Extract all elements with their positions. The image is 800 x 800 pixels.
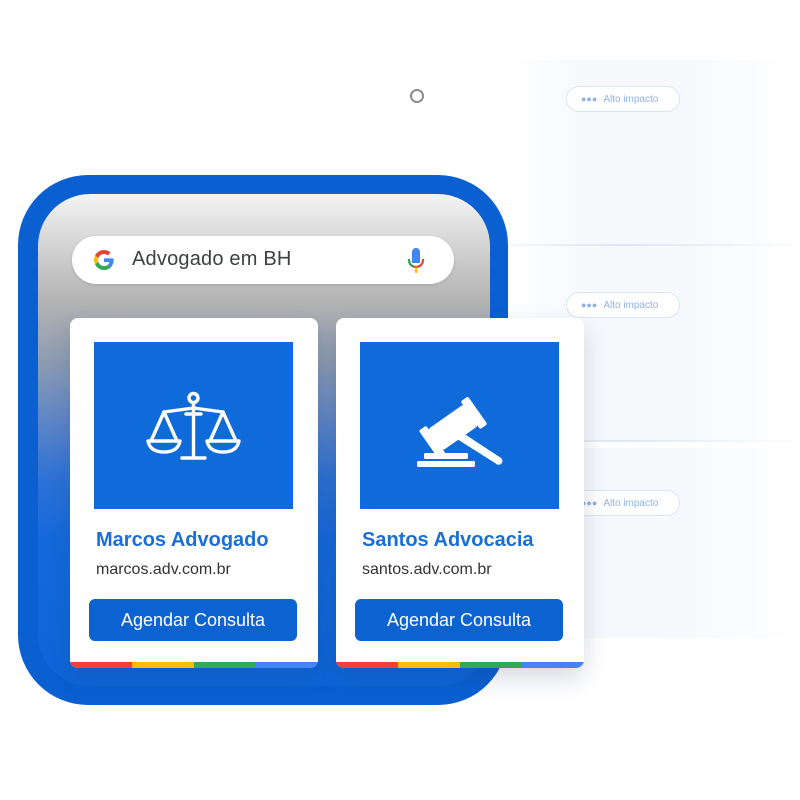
brand-color-stripe (336, 662, 584, 668)
impact-badge-label: Alto impacto (603, 497, 659, 509)
search-bar[interactable]: Advogado em BH (72, 236, 454, 284)
result-url: santos.adv.com.br (362, 561, 492, 578)
result-card[interactable]: Santos Advocacia santos.adv.com.br Agend… (336, 318, 584, 668)
gavel-icon (417, 397, 503, 467)
brand-color-stripe (70, 662, 318, 668)
result-image (94, 342, 293, 509)
result-card[interactable]: Marcos Advogado marcos.adv.com.br Agenda… (70, 318, 318, 668)
scales-of-justice-icon (146, 391, 241, 460)
search-input[interactable]: Advogado em BH (132, 248, 292, 270)
dots-icon: ●●● (581, 94, 598, 104)
background-divider (505, 440, 795, 442)
result-image (360, 342, 559, 509)
schedule-consultation-button[interactable]: Agendar Consulta (89, 599, 297, 641)
result-title[interactable]: Santos Advocacia (362, 529, 534, 551)
dots-icon: ●●● (581, 300, 598, 310)
impact-badge: ●●● Alto impacto (566, 86, 680, 112)
result-url: marcos.adv.com.br (96, 561, 231, 578)
radio-button[interactable] (410, 89, 424, 103)
google-g-icon (94, 250, 114, 270)
result-title[interactable]: Marcos Advogado (96, 529, 269, 551)
impact-badge: ●●● Alto impacto (566, 292, 680, 318)
schedule-consultation-button[interactable]: Agendar Consulta (355, 599, 563, 641)
impact-badge-label: Alto impacto (603, 93, 659, 105)
impact-badge-label: Alto impacto (603, 299, 659, 311)
microphone-icon[interactable] (406, 248, 426, 274)
dots-icon: ●●● (581, 498, 598, 508)
background-divider (505, 244, 795, 246)
